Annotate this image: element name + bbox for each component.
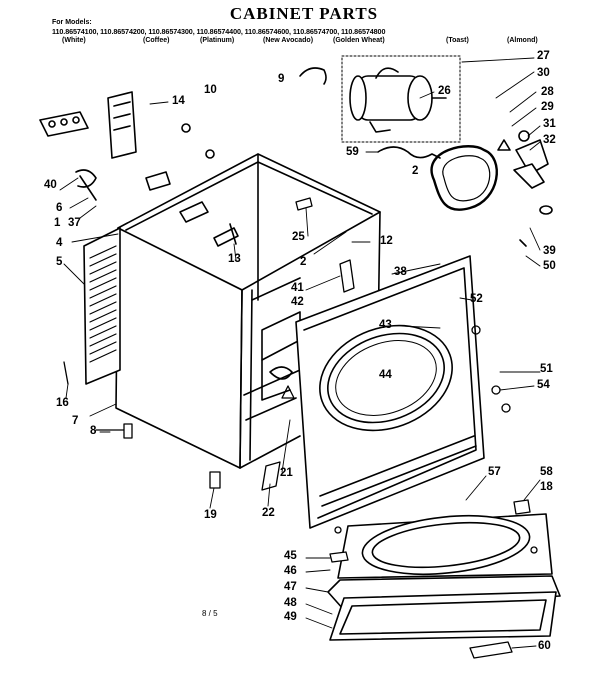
callout-9: 9 [278,73,285,85]
callout-49: 49 [284,611,297,623]
callout-32: 32 [543,134,556,146]
callout-2a: 2 [412,165,419,177]
side-vent-panel [83,227,121,385]
hardware [63,197,538,659]
callout-21: 21 [280,467,293,479]
door-assembly [327,513,561,641]
model-colors: (White) (Coffee) (Platinum) (New Avocado… [0,37,608,47]
leader-lines [59,57,541,649]
callout-39: 39 [543,245,556,257]
callout-38: 38 [394,266,407,278]
callout-42: 42 [291,296,304,308]
callout-22: 22 [262,507,275,519]
callout-58: 58 [540,466,553,478]
callout-37: 37 [68,217,81,229]
callout-59: 59 [346,146,359,158]
model-numbers: 110.86574100, 110.86574200, 110.86574300… [52,27,386,36]
cabinet [115,153,381,469]
page-title: CABINET PARTS [229,4,379,23]
callout-4: 4 [56,237,63,249]
callout-12: 12 [380,235,393,247]
models-label: For Models: [52,19,92,26]
color-coffee: (Coffee) [143,37,170,44]
callout-6: 6 [56,202,63,214]
callout-44: 44 [379,369,392,381]
callout-50: 50 [543,260,556,272]
drum-belt [430,145,498,211]
callout-28: 28 [541,86,554,98]
front-panel [295,255,485,529]
callout-47: 47 [284,581,297,593]
callout-13: 13 [228,253,241,265]
motor-assembly [341,55,461,143]
callout-27: 27 [537,50,550,62]
callout-7: 7 [72,415,79,427]
color-white: (White) [62,37,86,44]
callout-19: 19 [204,509,217,521]
callout-26: 26 [438,85,451,97]
idler-assembly [497,130,553,247]
callout-45: 45 [284,550,297,562]
callout-52: 52 [470,293,483,305]
color-wheat: (Golden Wheat) [333,37,385,44]
callout-10: 10 [204,84,217,96]
callout-1: 1 [54,217,61,229]
color-avocado: (New Avocado) [263,37,314,44]
page-code: 8 / 5 [202,609,218,618]
callout-14: 14 [172,95,185,107]
callout-60: 60 [538,640,551,652]
callout-41: 41 [291,282,304,294]
callout-25: 25 [292,231,305,243]
control-parts [39,91,215,201]
callout-31: 31 [543,118,556,130]
callout-16: 16 [56,397,69,409]
callout-8: 8 [90,425,97,437]
callout-51: 51 [540,363,553,375]
color-almond: (Almond) [507,37,538,44]
callout-43: 43 [379,319,392,331]
color-toast: (Toast) [446,37,469,44]
callout-57: 57 [488,466,501,478]
callout-2b: 2 [300,256,307,268]
callout-46: 46 [284,565,297,577]
color-platinum: (Platinum) [200,37,235,44]
callout-18: 18 [540,481,553,493]
callout-48: 48 [284,597,297,609]
callout-40: 40 [44,179,57,191]
callout-54: 54 [537,379,550,391]
callout-5: 5 [56,256,63,268]
callout-29: 29 [541,101,554,113]
wire-harness [377,146,441,159]
callout-30: 30 [537,67,550,79]
